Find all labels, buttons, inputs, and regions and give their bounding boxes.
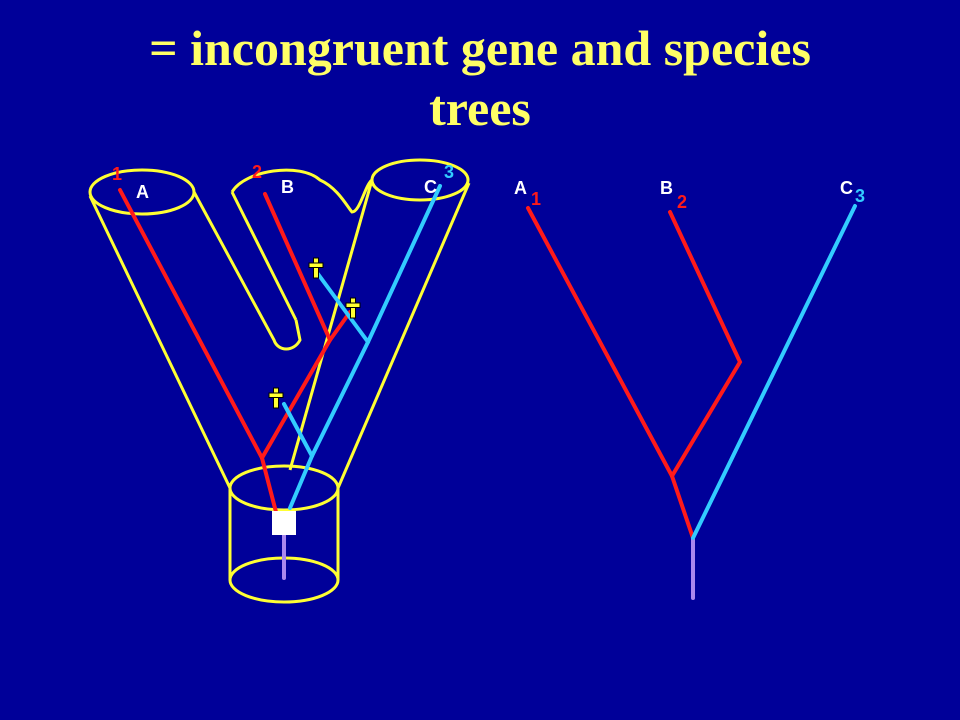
title-line-2: trees xyxy=(429,80,531,136)
dagger-icon xyxy=(345,297,361,319)
dagger-icon xyxy=(268,387,284,409)
gene-tree-cyan-to-c xyxy=(691,204,857,540)
gene-tree-red-stem xyxy=(670,474,695,540)
species-tree xyxy=(88,158,471,604)
gene-tree-gene-3: 3 xyxy=(855,186,865,206)
red-lost-branch xyxy=(328,310,352,342)
species-bc-right-edge xyxy=(288,179,374,471)
gene-tree-gene-2: 2 xyxy=(677,192,687,212)
species-tree-gene-lineages xyxy=(118,184,442,580)
gene-tree-label-c: C xyxy=(840,178,853,198)
species-bc-left-edge xyxy=(230,191,298,321)
red-lineage-to-a xyxy=(118,188,278,514)
cyan-lost-branch-b xyxy=(316,272,370,344)
species-tree-left-edge xyxy=(88,195,232,489)
gene-tree-red-to-a xyxy=(526,206,674,478)
species-tree-right-edge xyxy=(336,182,471,489)
gene-tree-red-to-b xyxy=(668,210,743,478)
loss-markers xyxy=(268,257,361,409)
species-a-inner-edge xyxy=(192,191,302,351)
species-b-opening xyxy=(230,168,374,214)
species-tree-label-c: C xyxy=(424,177,437,197)
species-tree-label-b: B xyxy=(281,177,294,197)
root-cylinder-top xyxy=(228,464,340,512)
gene-tree-label-a: A xyxy=(514,178,527,198)
white-square-icon xyxy=(272,511,296,535)
dagger-icon xyxy=(308,257,324,279)
gene-tree-label-b: B xyxy=(660,178,673,198)
gene-tree-labels: A B C 1 2 3 xyxy=(514,178,865,212)
cyan-lineage-to-c xyxy=(288,184,442,510)
species-tree-labels: A B C 1 2 3 xyxy=(112,162,454,202)
species-tree-gene-3: 3 xyxy=(444,162,454,182)
cyan-lost-branch-a xyxy=(282,402,314,458)
gene-tree-gene-1: 1 xyxy=(531,189,541,209)
slide-title: = incongruent gene and species trees xyxy=(0,18,960,138)
species-tree-gene-2: 2 xyxy=(252,162,262,182)
title-line-1: = incongruent gene and species xyxy=(149,20,811,76)
species-tree-gene-1: 1 xyxy=(112,164,122,184)
species-tree-label-a: A xyxy=(136,182,149,202)
gene-tree xyxy=(526,204,857,600)
